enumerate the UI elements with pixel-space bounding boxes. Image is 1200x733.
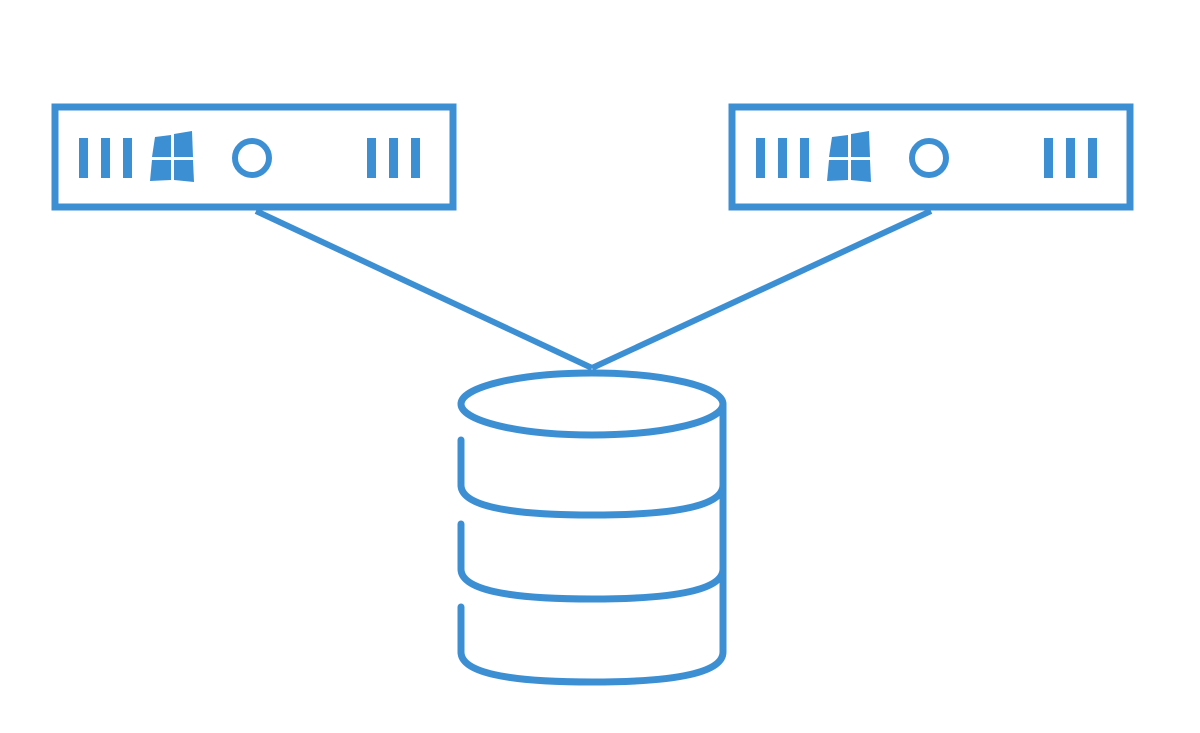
power-button-icon — [909, 138, 949, 178]
database-icon — [457, 369, 727, 686]
server-left — [51, 103, 457, 211]
database-band-1 — [457, 484, 727, 519]
server-right — [728, 103, 1134, 211]
server-chassis — [51, 103, 457, 211]
windows-logo-icon — [827, 131, 871, 182]
connector-left-server-to-storage — [254, 208, 594, 371]
server-chassis — [728, 103, 1134, 211]
database-bottom — [457, 651, 727, 686]
windows-logo-icon — [150, 131, 194, 182]
database-band-2 — [457, 568, 727, 603]
drive-slots-icon — [756, 138, 809, 178]
power-button-icon — [232, 138, 272, 178]
database-top — [457, 369, 727, 439]
drive-slots-icon — [1044, 138, 1097, 178]
connections — [254, 208, 933, 371]
drive-slots-icon — [79, 138, 132, 178]
drive-slots-icon — [367, 138, 420, 178]
connector-right-server-to-storage — [590, 208, 933, 371]
